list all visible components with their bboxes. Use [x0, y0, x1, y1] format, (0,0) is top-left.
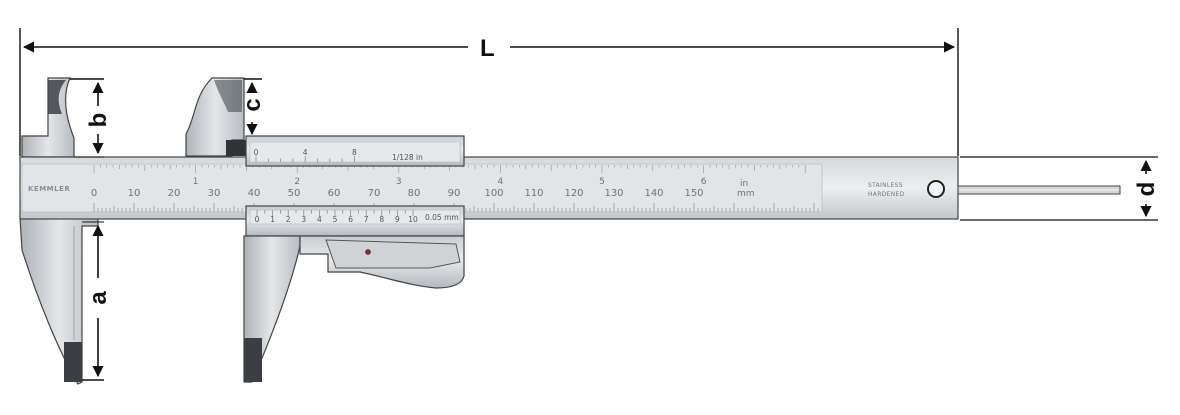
- mm-label: 10: [128, 188, 141, 199]
- mm-label: 80: [408, 188, 421, 199]
- inch-scale-labels: 1 2 3 4 5 6: [193, 177, 707, 187]
- lower-vernier-label: 5: [333, 215, 338, 224]
- lower-vernier-label: 2: [286, 215, 291, 224]
- upper-vernier-label: 8: [352, 148, 357, 157]
- mm-label: 150: [684, 188, 703, 199]
- stamp-hardened: HARDENED: [868, 191, 905, 198]
- lower-vernier-label: 9: [395, 215, 400, 224]
- inch-unit-label: in: [740, 179, 748, 189]
- lower-vernier-label: 6: [348, 215, 353, 224]
- mm-label: 120: [564, 188, 583, 199]
- lower-vernier-label: 0: [255, 215, 260, 224]
- fixed-upper-jaw: [21, 77, 75, 158]
- lower-vernier-labels: 0 1 2 3 4 5 6 7 8 9 10: [255, 215, 418, 224]
- dimension-b-label: b: [85, 113, 112, 128]
- upper-vernier-labels: 0 4 8: [254, 148, 357, 157]
- fixed-upper-jaw-tip: [48, 80, 66, 114]
- lower-vernier-resolution: 0.05 mm: [425, 213, 459, 222]
- mm-unit-label: mm: [737, 189, 755, 199]
- upper-vernier-resolution: 1/128 in: [392, 153, 423, 162]
- mm-label: 90: [448, 188, 461, 199]
- inch-label: 4: [498, 177, 504, 187]
- beam-screw-hole: [927, 180, 945, 198]
- lower-vernier-label: 7: [364, 215, 369, 224]
- fixed-lower-jaw-face: [64, 342, 82, 382]
- main-scale-ticks: [93, 203, 819, 212]
- mm-label: 110: [524, 188, 543, 199]
- dimension-a-label: a: [85, 291, 112, 305]
- lower-vernier-label: 1: [270, 215, 275, 224]
- mm-label: 100: [484, 188, 503, 199]
- dimension-L-label: L: [480, 35, 495, 62]
- lower-vernier-label: 4: [317, 215, 322, 224]
- main-scale-labels: 0 10 20 30 40 50 60 70 80 90 100 110 120 130 140 150: [91, 188, 704, 199]
- lower-vernier-label: 8: [379, 215, 384, 224]
- mm-label: 0: [91, 188, 97, 199]
- mm-label: 30: [208, 188, 221, 199]
- lower-vernier-label: 3: [301, 215, 306, 224]
- dimension-d-label: d: [1133, 182, 1160, 197]
- mm-label: 70: [368, 188, 381, 199]
- sliding-lower-jaw-face: [244, 338, 262, 382]
- mm-label: 40: [248, 188, 261, 199]
- mm-label: 130: [604, 188, 623, 199]
- upper-vernier-ticks: [255, 156, 355, 162]
- lock-screw[interactable]: [365, 249, 371, 255]
- lock-lever[interactable]: [325, 239, 461, 269]
- brand-label: KEMMLER: [28, 185, 70, 193]
- upper-vernier-label: 4: [303, 148, 308, 157]
- dimension-c-label: c: [239, 98, 266, 111]
- inch-label: 5: [599, 177, 605, 187]
- stamp-stainless: STAINLESS: [868, 182, 903, 189]
- mm-label: 50: [288, 188, 301, 199]
- mm-label: 60: [328, 188, 341, 199]
- inch-label: 2: [294, 177, 300, 187]
- inch-label: 1: [193, 177, 199, 187]
- inch-label: 6: [701, 177, 707, 187]
- upper-vernier-label: 0: [254, 148, 259, 157]
- lower-vernier-label: 10: [408, 215, 418, 224]
- lower-vernier-ticks: [256, 210, 414, 216]
- mm-label: 140: [644, 188, 663, 199]
- mm-label: 20: [168, 188, 181, 199]
- inch-label: 3: [396, 177, 402, 187]
